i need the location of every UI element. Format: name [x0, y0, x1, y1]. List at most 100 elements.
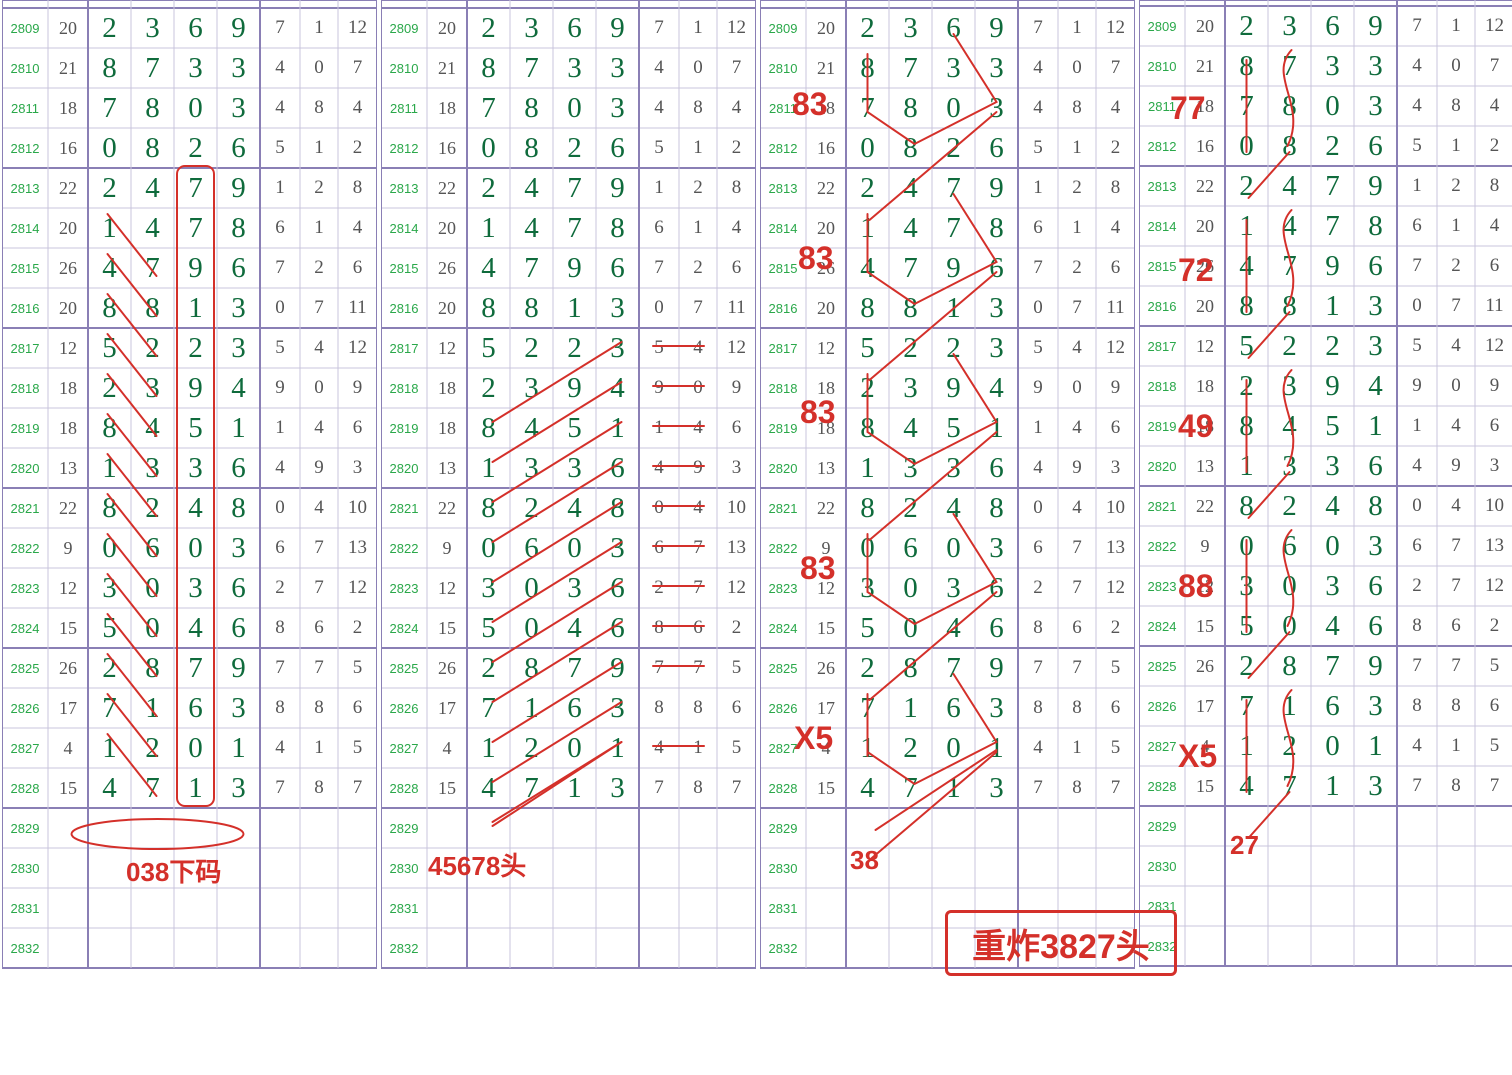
sum-value	[427, 888, 467, 928]
draw-digit: 2	[524, 491, 539, 524]
draw-digit: 8	[989, 211, 1004, 244]
draw-digit: 1	[1239, 209, 1254, 242]
issue-number: 2817	[10, 340, 40, 356]
span-value	[639, 928, 679, 968]
draw-digit: 2	[524, 331, 539, 364]
issue-number: 2813	[1147, 178, 1177, 194]
issue-number: 2817	[768, 340, 798, 356]
span-value: 4	[352, 97, 363, 118]
draw-digit: 6	[610, 451, 625, 484]
span-value: 4	[352, 217, 363, 238]
span-value: 8	[693, 697, 703, 718]
span-value: 9	[1451, 455, 1461, 476]
span-value: 5	[1110, 657, 1121, 678]
span-value: 2	[1451, 255, 1461, 276]
span-value: 9	[693, 457, 703, 478]
span-value	[639, 848, 679, 888]
sum-value: 16	[817, 137, 835, 158]
span-value: 1	[1072, 737, 1082, 758]
issue-number: 2812	[10, 140, 40, 156]
draw-digit: 3	[1368, 89, 1383, 122]
span-value	[717, 848, 756, 888]
draw-digit	[217, 808, 260, 848]
span-value: 7	[693, 537, 703, 558]
draw-digit: 1	[989, 731, 1004, 764]
span-value: 4	[1072, 337, 1082, 358]
draw-digit: 6	[1325, 9, 1340, 42]
span-value: 4	[654, 57, 664, 78]
draw-digit: 3	[567, 51, 582, 84]
span-value: 13	[1485, 535, 1504, 556]
draw-digit: 3	[567, 451, 582, 484]
draw-digit: 0	[567, 531, 582, 564]
draw-digit: 4	[1282, 209, 1297, 242]
span-value: 7	[1451, 295, 1461, 316]
span-value	[1437, 926, 1475, 966]
draw-digit: 1	[102, 211, 117, 244]
span-value: 1	[1451, 135, 1461, 156]
span-value: 9	[275, 377, 285, 398]
draw-digit: 9	[1368, 9, 1383, 42]
span-value: 2	[1110, 137, 1121, 158]
draw-digit	[1268, 926, 1311, 966]
draw-digit: 8	[1282, 89, 1297, 122]
draw-digit: 2	[567, 331, 582, 364]
issue-number: 2818	[1147, 378, 1177, 394]
issue-number: 2811	[390, 100, 418, 116]
draw-digit: 8	[860, 51, 875, 84]
draw-digit	[217, 928, 260, 968]
draw-digit	[467, 928, 510, 968]
draw-digit: 3	[102, 571, 117, 604]
span-value: 8	[1412, 615, 1422, 636]
span-value: 12	[1485, 335, 1504, 356]
draw-digit: 3	[1325, 49, 1340, 82]
issue-number: 2809	[389, 20, 419, 36]
draw-digit: 8	[860, 491, 875, 524]
sum-value: 18	[817, 377, 835, 398]
span-value: 4	[654, 457, 664, 478]
span-value: 4	[275, 737, 285, 758]
span-value: 8	[693, 777, 703, 798]
sum-value: 13	[817, 457, 835, 478]
draw-digit: 6	[231, 611, 246, 644]
draw-digit: 5	[1325, 409, 1340, 442]
span-value: 5	[352, 657, 363, 678]
issue-number: 2827	[10, 740, 40, 756]
issue-number: 2809	[10, 20, 40, 36]
draw-digit: 3	[1368, 689, 1383, 722]
draw-digit: 4	[903, 211, 918, 244]
issue-number: 2815	[10, 260, 40, 276]
draw-digit: 4	[188, 611, 203, 644]
draw-digit	[1225, 926, 1268, 966]
span-value: 8	[314, 697, 324, 718]
span-value: 4	[1110, 217, 1121, 238]
draw-digit: 5	[1239, 609, 1254, 642]
issue-number: 2831	[389, 900, 419, 916]
draw-digit: 7	[1325, 169, 1340, 202]
draw-digit: 1	[860, 211, 875, 244]
draw-digit: 5	[481, 331, 496, 364]
sum-value: 17	[817, 697, 835, 718]
draw-digit: 0	[1325, 529, 1340, 562]
span-value: 1	[1072, 17, 1082, 38]
draw-digit: 7	[860, 691, 875, 724]
draw-digit: 1	[567, 291, 582, 324]
span-value	[300, 808, 338, 848]
draw-digit: 8	[231, 211, 246, 244]
span-value: 1	[693, 137, 703, 158]
span-value: 8	[1451, 695, 1461, 716]
draw-digit	[1225, 886, 1268, 926]
span-value: 5	[275, 137, 285, 158]
issue-number: 2822	[389, 540, 419, 556]
span-value: 12	[348, 577, 367, 598]
span-value: 2	[314, 177, 324, 198]
draw-digit: 3	[188, 51, 203, 84]
draw-digit: 8	[1282, 289, 1297, 322]
sum-value: 26	[59, 257, 77, 278]
span-value: 6	[654, 217, 664, 238]
sum-value: 22	[817, 177, 835, 198]
draw-digit: 8	[524, 131, 539, 164]
draw-digit: 7	[188, 651, 203, 684]
sum-value: 17	[1196, 695, 1214, 716]
